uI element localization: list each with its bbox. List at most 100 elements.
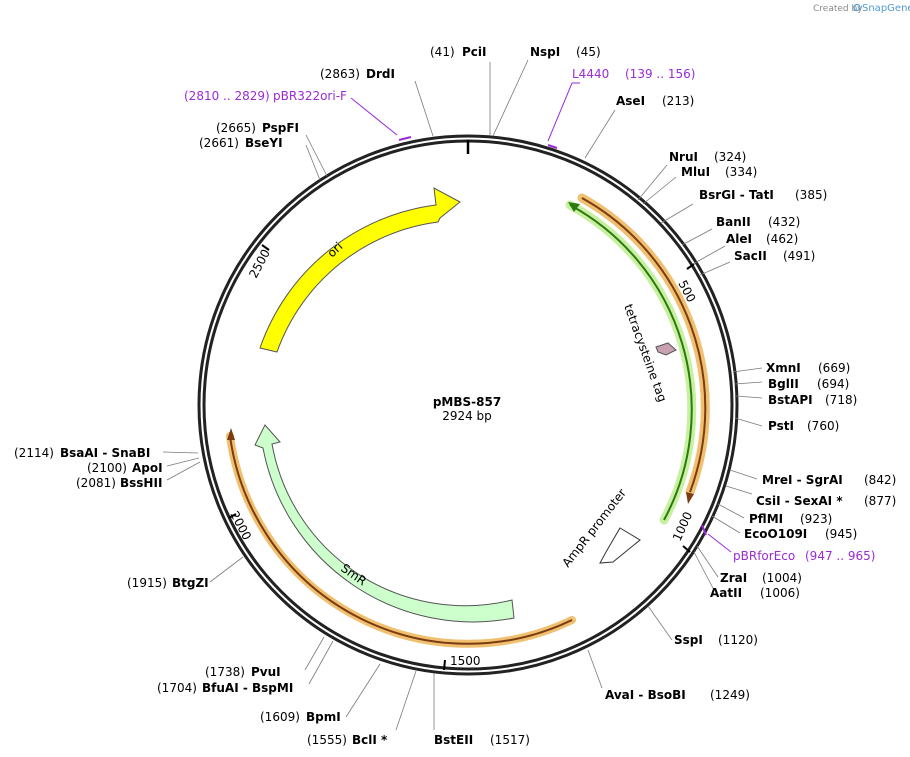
svg-text:BsrGI - TatI: BsrGI - TatI: [699, 188, 774, 202]
site-pvui[interactable]: (1738) PvuI: [205, 665, 281, 679]
site-pflmi[interactable]: PflMI (923): [749, 512, 832, 526]
primer-l4440[interactable]: L4440 (139 .. 156): [547, 67, 695, 149]
svg-text:XmnI: XmnI: [766, 361, 801, 375]
svg-text:ZraI: ZraI: [720, 571, 747, 585]
svg-text:(1004): (1004): [762, 571, 802, 585]
primer-pbr322ori-f-name: pBR322ori-F: [273, 89, 347, 103]
primer-l4440-name: L4440: [572, 67, 609, 81]
svg-text:(324): (324): [714, 150, 746, 164]
site-btgzi[interactable]: (1915) BtgZI: [127, 576, 209, 590]
svg-text:(1006): (1006): [760, 586, 800, 600]
svg-text:BglII: BglII: [768, 377, 799, 391]
site-drui[interactable]: NruI (324): [669, 150, 746, 164]
svg-text:(1555): (1555): [307, 733, 347, 747]
site-bglii[interactable]: BglII (694): [768, 377, 849, 391]
smr-feature-arrow[interactable]: [254, 424, 515, 623]
svg-text:BstEII: BstEII: [434, 733, 473, 747]
backbone-outer: [197, 134, 739, 676]
site-nspi[interactable]: NspI (45): [530, 45, 601, 59]
svg-text:NruI: NruI: [669, 150, 698, 164]
site-pcii[interactable]: (41) PciI: [430, 45, 487, 59]
ampr-promoter-arrow[interactable]: [599, 527, 641, 564]
svg-text:(669): (669): [818, 361, 850, 375]
svg-text:(1704): (1704): [157, 681, 197, 695]
svg-text:(2665): (2665): [216, 121, 256, 135]
smr-orf-orange[interactable]: [226, 432, 576, 648]
site-bstapi[interactable]: BstAPI (718): [768, 393, 857, 407]
tag-orf-green-core: [569, 204, 693, 521]
svg-text:(2081): (2081): [76, 476, 116, 490]
primer-l4440-range: (139 .. 156): [625, 67, 695, 81]
tag-orf-green-head: [568, 202, 580, 212]
site-bcli[interactable]: (1555) BclI *: [307, 733, 388, 747]
primer-pbrforeco[interactable]: pBRforEco (947 .. 965): [701, 524, 875, 563]
svg-text:(1249): (1249): [710, 688, 750, 702]
svg-text:(491): (491): [783, 249, 815, 263]
site-bseyi[interactable]: (2661) BseYI: [199, 136, 283, 150]
site-bfuai-bspmi[interactable]: (1704) BfuAI - BspMI: [157, 681, 293, 695]
site-drdi[interactable]: (2863) DrdI: [320, 67, 395, 81]
svg-text:(2863): (2863): [320, 67, 360, 81]
svg-text:(1517): (1517): [490, 733, 530, 747]
site-mrei-sgrai[interactable]: MreI - SgrAI (842): [762, 473, 896, 487]
tag-orf-orange-core: [581, 197, 707, 493]
svg-text:ApoI: ApoI: [132, 461, 163, 475]
svg-text:(842): (842): [864, 473, 896, 487]
svg-text:(2114): (2114): [14, 446, 54, 460]
ori-feature-arrow[interactable]: [259, 187, 461, 353]
svg-text:(2661): (2661): [199, 136, 239, 150]
site-asei[interactable]: AseI (213): [616, 94, 694, 108]
site-banii[interactable]: BanII (432): [716, 215, 800, 229]
plasmid-length: 2924 bp: [442, 409, 492, 423]
tick-label-2500: 2500: [246, 247, 273, 281]
svg-text:(1120): (1120): [718, 633, 758, 647]
svg-text:(945): (945): [825, 527, 857, 541]
svg-text:BseYI: BseYI: [245, 136, 283, 150]
site-psti[interactable]: PstI (760): [768, 419, 839, 433]
svg-text:(385): (385): [795, 188, 827, 202]
svg-text:(923): (923): [800, 512, 832, 526]
site-bsteii[interactable]: BstEII (1517): [434, 733, 530, 747]
site-mlui[interactable]: MluI (334): [681, 165, 757, 179]
svg-text:(334): (334): [725, 165, 757, 179]
site-bpmi[interactable]: (1609) BpmI: [260, 710, 341, 724]
svg-text:NspI: NspI: [530, 45, 560, 59]
site-leader-lines: [162, 59, 763, 731]
svg-text:PstI: PstI: [768, 419, 794, 433]
site-alei[interactable]: AleI (462): [726, 232, 798, 246]
svg-text:MluI: MluI: [681, 165, 710, 179]
svg-text:(1915): (1915): [127, 576, 167, 590]
svg-text:BclI *: BclI *: [352, 733, 388, 747]
svg-text:BtgZI: BtgZI: [172, 576, 209, 590]
svg-text:BfuAI - BspMI: BfuAI - BspMI: [202, 681, 293, 695]
site-aatii[interactable]: AatII (1006): [710, 586, 800, 600]
primer-pbr322ori-f[interactable]: (2810 .. 2829) pBR322ori-F: [184, 89, 412, 141]
site-zrai[interactable]: ZraI (1004): [720, 571, 802, 585]
tetracysteine-tag-arrow[interactable]: [655, 342, 677, 356]
site-pspfi[interactable]: (2665) PspFI: [216, 121, 299, 135]
smr-orf-head: [227, 428, 235, 440]
svg-text:PflMI: PflMI: [749, 512, 783, 526]
site-sacii[interactable]: SacII (491): [734, 249, 815, 263]
svg-text:(462): (462): [766, 232, 798, 246]
svg-text:(877): (877): [864, 494, 896, 508]
site-bsaai-snabi[interactable]: (2114) BsaAI - SnaBI: [14, 446, 150, 460]
site-csii-sexai[interactable]: CsiI - SexAI * (877): [756, 494, 896, 508]
site-bsrgi-tati[interactable]: BsrGI - TatI (385): [699, 188, 827, 202]
site-apoi[interactable]: (2100) ApoI: [87, 461, 163, 475]
plasmid-name: pMBS-857: [433, 395, 501, 409]
brand-text: SnapGene: [862, 3, 910, 14]
site-xmni[interactable]: XmnI (669): [766, 361, 850, 375]
svg-text:MreI - SgrAI: MreI - SgrAI: [762, 473, 843, 487]
svg-text:(41): (41): [430, 45, 455, 59]
site-sspi[interactable]: SspI (1120): [674, 633, 758, 647]
tick-1500: 1500: [443, 654, 481, 671]
svg-text:DrdI: DrdI: [366, 67, 395, 81]
site-ecoo109i[interactable]: EcoO109I (945): [744, 527, 857, 541]
site-bsshii[interactable]: (2081) BssHII: [76, 476, 162, 490]
site-avai-bsobi[interactable]: AvaI - BsoBI (1249): [605, 688, 750, 702]
tag-orf-orange-head: [686, 492, 694, 504]
svg-text:(2100): (2100): [87, 461, 127, 475]
snapgene-logo-icon: [853, 3, 861, 12]
